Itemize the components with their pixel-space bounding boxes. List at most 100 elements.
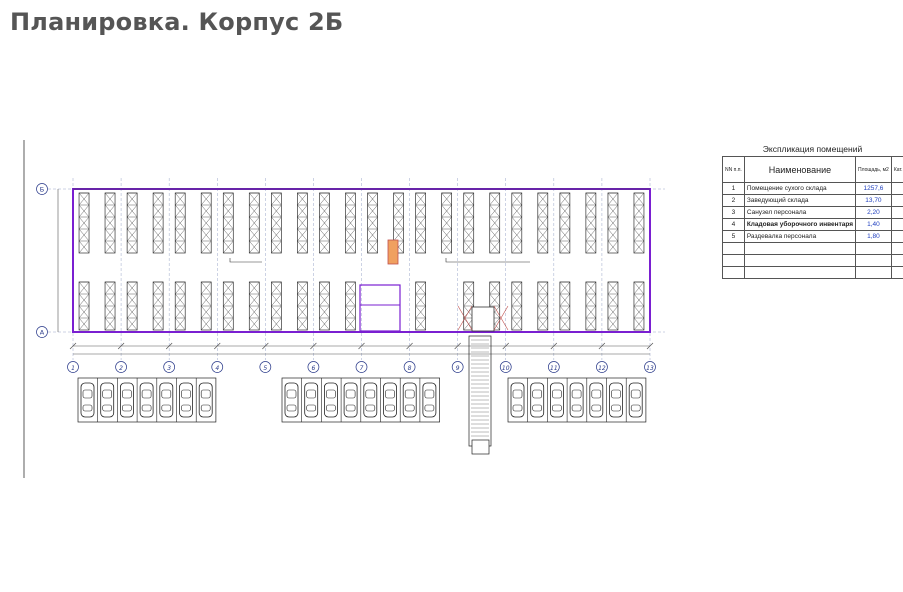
car bbox=[159, 382, 174, 418]
axis-marker: 5 bbox=[259, 361, 272, 373]
axis-circle bbox=[36, 326, 48, 338]
rack-cross bbox=[126, 216, 138, 230]
rack-cross bbox=[585, 192, 597, 206]
dimension-tick bbox=[310, 342, 317, 350]
rack-cross bbox=[585, 293, 597, 307]
rack-cross bbox=[463, 216, 474, 230]
rack-cross bbox=[607, 281, 619, 295]
car bbox=[550, 382, 564, 418]
rack-cross bbox=[559, 240, 571, 254]
rack-cross bbox=[345, 293, 356, 307]
car-windshield bbox=[141, 389, 152, 399]
explication-empty-row bbox=[722, 242, 903, 255]
rack-cross bbox=[559, 317, 571, 331]
axis-marker: Б bbox=[36, 183, 48, 195]
car-windshield bbox=[326, 389, 336, 399]
rack bbox=[174, 281, 186, 331]
rack-cross bbox=[607, 228, 619, 242]
axis-circle bbox=[499, 361, 512, 373]
rack-cross bbox=[367, 192, 378, 206]
explication-table: NN п.п. Наименование Площадь, м2 Кат. по… bbox=[722, 156, 903, 279]
parking-lot bbox=[507, 377, 647, 423]
rack-cross bbox=[441, 216, 452, 230]
rack-cross bbox=[249, 204, 260, 218]
car bbox=[569, 382, 584, 418]
car-windshield bbox=[181, 389, 191, 399]
rack-cross bbox=[271, 192, 282, 206]
rack bbox=[633, 192, 645, 254]
rack-cross bbox=[559, 216, 571, 230]
car-windshield bbox=[82, 389, 93, 399]
explication-empty-row bbox=[722, 254, 903, 267]
rack bbox=[152, 281, 164, 331]
axis-marker: 13 bbox=[644, 361, 656, 373]
car-body bbox=[628, 382, 643, 418]
rack-cross bbox=[441, 240, 452, 254]
axis-label: 8 bbox=[408, 365, 412, 372]
axis-circle bbox=[644, 361, 656, 373]
parking-lot bbox=[77, 377, 217, 423]
explication-header-row: NN п.п. Наименование Площадь, м2 Кат. по… bbox=[722, 156, 903, 183]
rack-cross bbox=[633, 305, 645, 319]
rack-cross bbox=[537, 228, 548, 242]
rack-cross bbox=[633, 192, 645, 206]
rack-cross bbox=[607, 216, 619, 230]
rack-cross bbox=[511, 216, 522, 230]
rack-cross bbox=[607, 204, 619, 218]
rack-cross bbox=[201, 228, 212, 242]
explication-empty-cell bbox=[890, 266, 903, 279]
explication-area: 1,40 bbox=[855, 218, 892, 231]
rack-cross bbox=[463, 281, 474, 295]
explication-area: 2,20 bbox=[855, 206, 892, 219]
rack bbox=[319, 281, 330, 331]
rack-cross bbox=[223, 204, 234, 218]
rack bbox=[415, 281, 426, 331]
explication-num: 3 bbox=[722, 206, 745, 219]
axis-marker: 7 bbox=[355, 361, 368, 373]
rack-cross bbox=[249, 317, 260, 331]
rack-cross bbox=[175, 305, 186, 319]
car-rear-window bbox=[141, 404, 152, 412]
car bbox=[139, 382, 154, 418]
parking-lots bbox=[77, 377, 647, 423]
storage-racks bbox=[78, 192, 645, 331]
rack bbox=[511, 192, 523, 254]
rack-cross bbox=[126, 305, 138, 319]
rack-cross bbox=[367, 228, 378, 242]
rack-cross bbox=[633, 228, 645, 242]
rack-cross bbox=[104, 204, 116, 218]
car-windshield bbox=[161, 389, 172, 399]
axis-circle bbox=[163, 361, 176, 373]
axis-circle bbox=[211, 361, 224, 373]
car-rear-window bbox=[404, 404, 415, 412]
rack bbox=[345, 281, 356, 331]
car-body bbox=[304, 382, 319, 418]
explication-title: Экспликация помещений bbox=[762, 144, 863, 154]
dimension-tick bbox=[502, 342, 509, 350]
rack-cross bbox=[345, 317, 356, 331]
rack-cross bbox=[126, 228, 138, 242]
rack-cross bbox=[559, 305, 571, 319]
rack-cross bbox=[441, 228, 452, 242]
rack-cross bbox=[104, 228, 116, 242]
rack-cross bbox=[249, 305, 260, 319]
car-body bbox=[550, 382, 564, 418]
axis-marker: 8 bbox=[403, 361, 416, 373]
explication-num: 2 bbox=[722, 194, 745, 207]
rack bbox=[607, 281, 619, 331]
car-windshield bbox=[552, 389, 562, 399]
rack-cross bbox=[126, 192, 138, 206]
rack-cross bbox=[152, 216, 164, 230]
explication-empty-cell bbox=[743, 266, 857, 279]
rack-cross bbox=[537, 317, 548, 331]
rack-cross bbox=[223, 281, 234, 295]
gate-booth bbox=[471, 306, 495, 332]
axis-circle bbox=[36, 183, 48, 195]
rack-cross bbox=[393, 228, 404, 242]
car-rear-window bbox=[591, 404, 602, 412]
car-body bbox=[383, 382, 397, 418]
car bbox=[609, 382, 623, 418]
rack-cross bbox=[78, 317, 90, 331]
section-mark bbox=[229, 258, 262, 263]
